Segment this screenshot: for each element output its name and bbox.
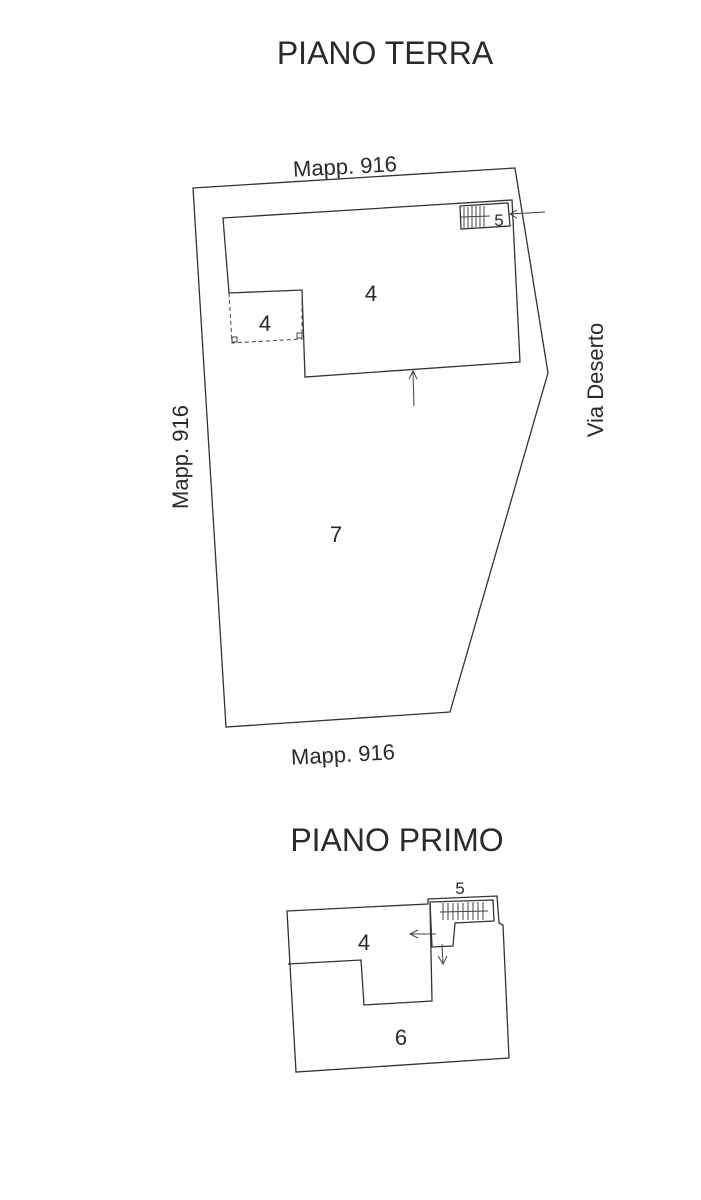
label-street: Via Deserto [583, 323, 608, 438]
room-label-stair-first: 5 [455, 879, 464, 898]
arrow-head [408, 369, 418, 380]
room-label-main-first: 4 [358, 930, 370, 955]
first-floor-title: PIANO PRIMO [290, 822, 503, 858]
room-label-main: 4 [365, 281, 377, 306]
arrow-head [508, 209, 518, 219]
lot-boundary [192, 167, 549, 728]
label-left-parcel: Mapp. 916 [168, 405, 193, 509]
room-4-boundary [287, 903, 433, 1006]
room-label-stair: 5 [494, 211, 503, 230]
room-label-terrace: 6 [395, 1025, 407, 1050]
label-bottom-parcel: Mapp. 916 [290, 739, 395, 769]
stair-first [429, 899, 495, 948]
stair-ground [459, 202, 511, 230]
ground-floor-title: PIANO TERRA [277, 35, 494, 71]
entry-arrow [412, 371, 415, 407]
entry-arrow [509, 211, 546, 215]
arrow-head [408, 929, 419, 939]
pillar [296, 332, 303, 339]
label-top-parcel: Mapp. 916 [292, 151, 397, 181]
room-label-annex: 4 [259, 311, 271, 336]
annex-boundary [228, 290, 303, 344]
exit-arrow [441, 943, 444, 965]
arrow-head [437, 955, 448, 966]
building-first [286, 895, 510, 1073]
room-label-yard: 7 [330, 522, 342, 547]
pillar [231, 336, 238, 343]
